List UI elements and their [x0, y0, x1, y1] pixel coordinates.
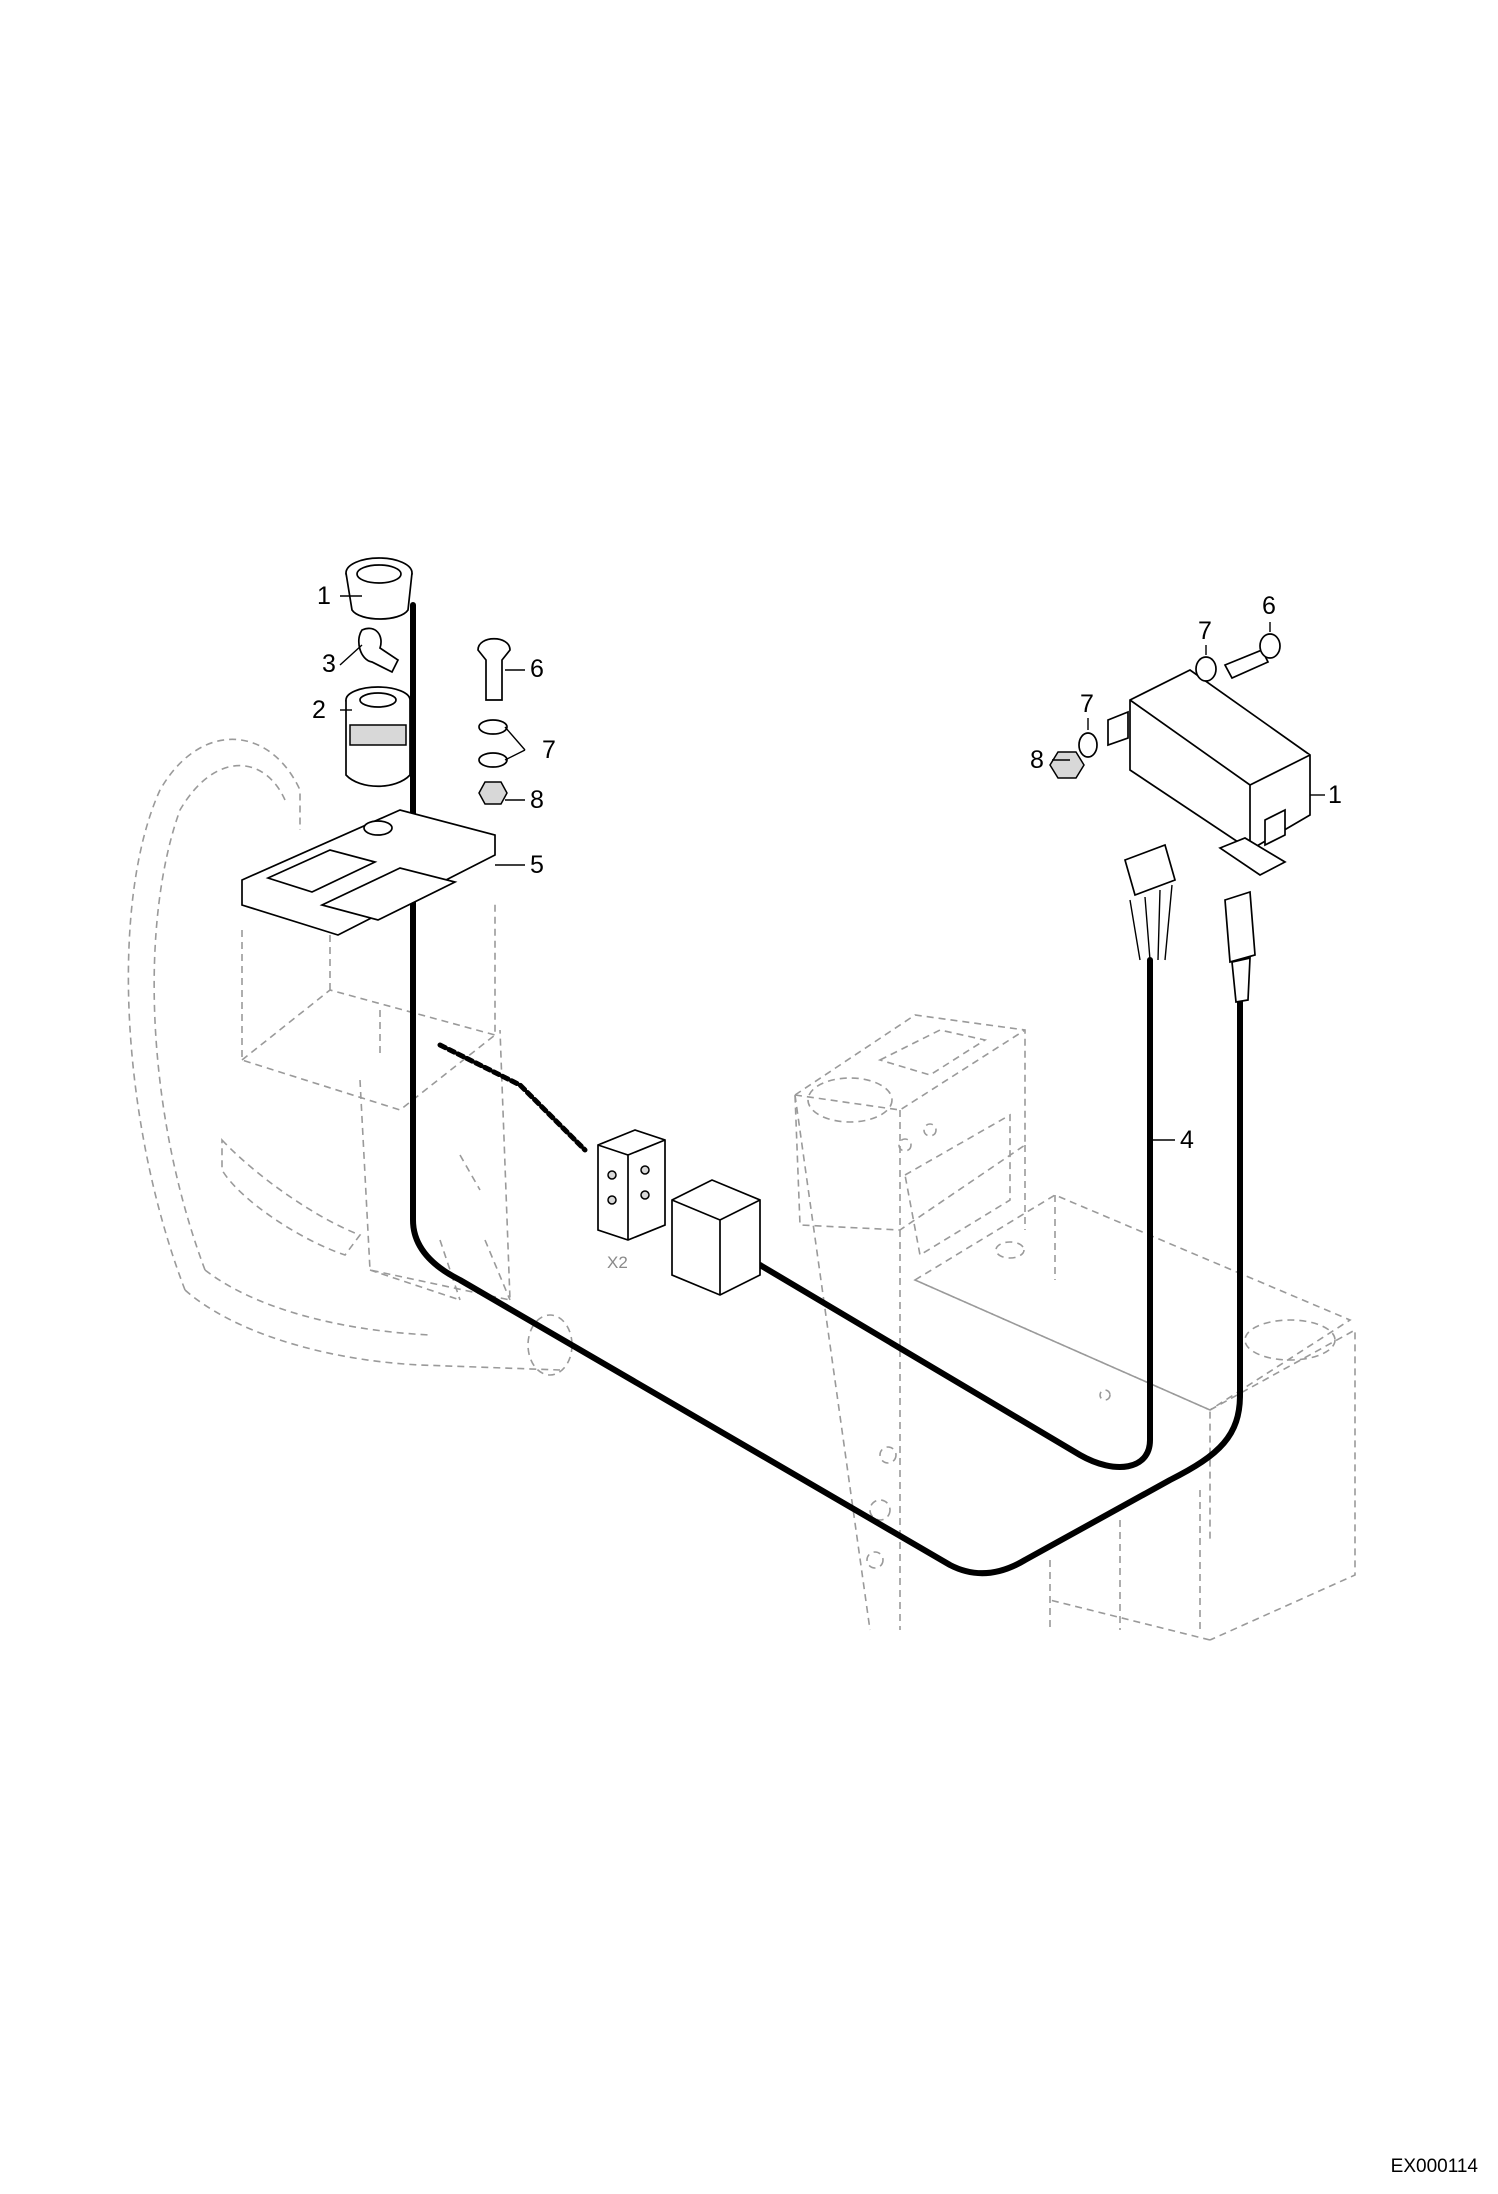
callout-labels: 1 3 2 6 7 8 5 4 1 8 7 7 6 X2: [312, 582, 1342, 1272]
lower-housing-ghost: [913, 1194, 1356, 1641]
harness-main-cable: [410, 602, 1243, 1577]
screw-icon: [477, 637, 511, 701]
connector-x2: [597, 1129, 666, 1241]
washer-icon: [478, 719, 508, 735]
callout-right-7a: 7: [1198, 617, 1212, 645]
callout-left-5: 5: [530, 851, 544, 879]
connector-label-x2: X2: [607, 1253, 628, 1272]
callout-left-8: 8: [530, 786, 544, 814]
callout-right-1: 1: [1328, 781, 1342, 809]
ignition-switch-assembly: [241, 557, 511, 936]
nut-icon-right: [1049, 751, 1085, 779]
callout-right-4: 4: [1180, 1126, 1194, 1154]
washer-icon-top: [1195, 656, 1217, 682]
drawing-reference-code: EX000114: [1390, 2156, 1478, 2177]
callout-left-2: 2: [312, 696, 326, 724]
screw-icon-right: [1223, 648, 1270, 680]
nut-icon: [478, 781, 508, 805]
connector-block: [671, 1179, 761, 1296]
callout-left-7: 7: [542, 736, 556, 764]
callout-left-6: 6: [530, 655, 544, 683]
callout-left-1: 1: [317, 582, 331, 610]
plug-connector-right: [1224, 890, 1256, 964]
callout-right-8: 8: [1030, 746, 1044, 774]
mounting-plate: [241, 809, 496, 936]
harness-branch-cable: [757, 957, 1153, 1470]
washer-icon-2: [478, 752, 508, 768]
washer-icon-right: [1078, 732, 1098, 758]
callout-left-3: 3: [322, 650, 336, 678]
ignition-key-icon: [358, 627, 400, 674]
control-unit-assembly: [1049, 633, 1311, 1003]
callout-leaders: [339, 595, 1325, 1141]
pedestal-column-ghost: [794, 1014, 1026, 1631]
plug-connector-left: [1123, 843, 1177, 897]
callout-right-6: 6: [1262, 592, 1276, 620]
harness-dashed-lead: [437, 1042, 588, 1153]
callout-right-7b: 7: [1080, 690, 1094, 718]
